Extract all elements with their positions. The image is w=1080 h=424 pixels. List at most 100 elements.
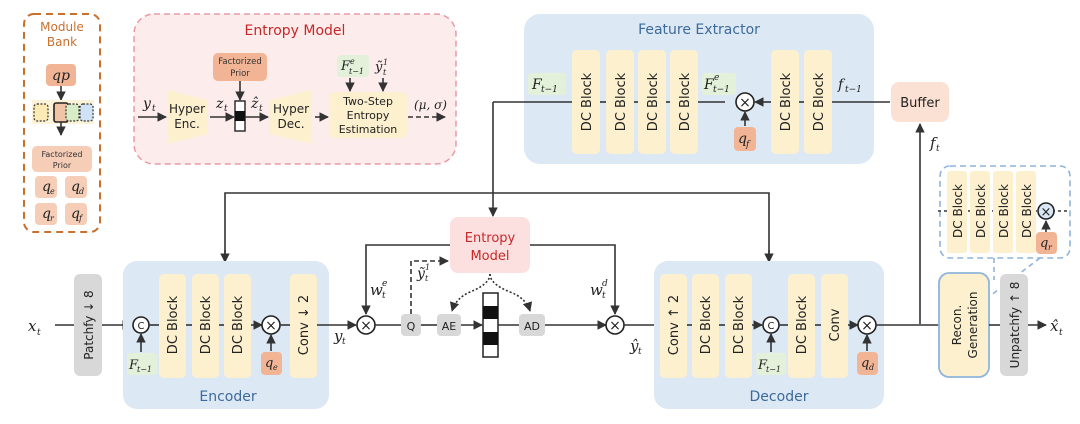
fe-q-label: q xyxy=(738,131,747,147)
concat-symbol: C xyxy=(768,321,775,332)
unpatchify-block: Unpatchfy ↑ 8 xyxy=(1000,274,1028,376)
unpatchify-text: Unpatchfy ↑ 8 xyxy=(1008,282,1022,369)
multiply-symbol: × xyxy=(360,318,372,334)
multiply-symbol: × xyxy=(1041,205,1052,220)
patchify-text: Patchfy ↓ 8 xyxy=(82,290,96,359)
fe-dc-block-3: DC Block xyxy=(638,50,666,154)
yhat-sub: t xyxy=(638,347,642,357)
fe-dc-block-4: DC Block xyxy=(670,50,698,154)
fe-block-text: DC Block xyxy=(646,72,661,131)
fe-multiply-node: × xyxy=(735,92,755,112)
encoder-concat-node: C xyxy=(132,316,150,334)
fe-block-text: DC Block xyxy=(614,72,629,131)
fe-right-sub: t−1 xyxy=(845,85,862,95)
fe-mid-label: F xyxy=(703,77,715,93)
recon-block-text: DC Block xyxy=(997,184,1011,238)
hyper-enc-text-2: Enc. xyxy=(174,117,200,131)
encoder: Encoder C F t−1 DC Block DC Block DC Blo… xyxy=(123,261,329,409)
buffer: Buffer f t xyxy=(891,82,949,324)
em-input-sub: t xyxy=(152,104,156,114)
enc-q-sub: e xyxy=(273,363,278,372)
svg-text:q: q xyxy=(71,206,80,222)
input-xt: x t xyxy=(28,317,41,338)
feature-extractor: Feature Extractor F t−1 DC Block DC Bloc… xyxy=(493,14,890,164)
dec-conv-up: Conv ↑ 2 xyxy=(660,274,687,378)
arithmetic-decoder xyxy=(519,314,545,336)
em-ytilde-sub: t xyxy=(383,68,387,77)
estimation-text-1: Two-Step xyxy=(342,95,393,108)
dec-block-text: DC Block xyxy=(795,295,810,354)
dec-f-label: F xyxy=(757,358,768,373)
fe-block-text: DC Block xyxy=(580,72,595,131)
yhat-label: ŷ xyxy=(629,337,639,355)
encoder-multiply-node: × xyxy=(261,315,281,335)
dec-dc-block-2: DC Block xyxy=(725,274,752,378)
fe-mid-sup: e xyxy=(714,73,719,83)
wd-sup: d xyxy=(602,279,608,289)
enc-f-label: F xyxy=(128,358,139,373)
wd-multiply-node: × xyxy=(605,315,625,335)
multiply-symbol: × xyxy=(739,95,751,111)
ft-label: f xyxy=(929,134,938,152)
wd-sub: t xyxy=(602,291,606,301)
svg-text:r: r xyxy=(50,214,55,223)
zhat-sub: t xyxy=(259,104,263,114)
arithmetic-encoder xyxy=(437,314,461,336)
fe-block-text: DC Block xyxy=(678,72,693,131)
svg-text:f: f xyxy=(78,214,84,223)
hyper-dec-text-2: Dec. xyxy=(277,117,304,131)
estimation-text-3: Estimation xyxy=(339,123,398,136)
fe-input-label: F xyxy=(531,77,543,93)
recon-block-text: DC Block xyxy=(951,184,965,238)
enc-conv-down: Conv ↓ 2 xyxy=(290,274,317,378)
fe-dc-block-6: DC Block xyxy=(804,50,832,154)
dec-dc-block-3: DC Block xyxy=(788,274,815,378)
module-bank-fp-text-2: Prior xyxy=(53,161,72,170)
em-feature-label-bg xyxy=(337,55,369,77)
svg-text:e: e xyxy=(50,187,55,196)
dec-q-label: q xyxy=(861,356,869,371)
multiply-symbol: × xyxy=(609,318,621,334)
hyper-encoder xyxy=(167,90,208,144)
entropy-model-detail: Entropy Model y t Hyper Enc. z t Factori… xyxy=(133,13,457,165)
fe-dc-block-1: DC Block xyxy=(572,50,600,154)
fe-input-sub: t−1 xyxy=(541,85,558,95)
zhat-label: ẑ xyxy=(250,95,259,112)
dec-dc-block-1: DC Block xyxy=(692,274,719,378)
decoder-multiply-node: × xyxy=(857,315,877,335)
fe-right-label: f xyxy=(837,77,846,93)
qp-label: qp xyxy=(52,68,70,84)
hyper-decoder xyxy=(270,90,312,144)
fe-mid-sub: t−1 xyxy=(713,85,730,95)
dec-block-text: DC Block xyxy=(732,295,747,354)
dec-conv-up-text: Conv ↑ 2 xyxy=(667,295,682,355)
we-label: w xyxy=(370,281,383,299)
recon-q-param xyxy=(1036,232,1057,254)
encoder-title: Encoder xyxy=(199,389,256,405)
ad-label: AD xyxy=(524,320,540,333)
coding-ytilde-sup: 1 xyxy=(425,263,430,272)
we-multiply-node: × xyxy=(356,315,376,335)
coding-ytilde-label: ỹ xyxy=(416,266,426,282)
quantize-label: Q xyxy=(407,320,416,333)
em-output-label: (μ, σ) xyxy=(414,98,447,112)
z-sub: t xyxy=(224,104,228,114)
enc-block-text: DC Block xyxy=(199,295,214,354)
em-feature-label: F xyxy=(340,59,351,74)
we-sub: t xyxy=(382,291,386,301)
entropy-model-box: Entropy Model xyxy=(450,217,530,273)
we-sup: e xyxy=(382,279,387,289)
fe-q-param: q f xyxy=(734,127,756,151)
em-input-label: y xyxy=(142,96,152,112)
xt-label: x xyxy=(28,317,37,335)
wd-label: w xyxy=(590,281,603,299)
em-fp-text-2: Prior xyxy=(230,69,250,79)
two-step-estimation xyxy=(329,92,407,138)
dec-f-sub: t−1 xyxy=(766,365,781,374)
enc-dc-block-1: DC Block xyxy=(159,274,186,378)
svg-text:q: q xyxy=(71,179,80,195)
dec-conv: Conv xyxy=(821,274,848,378)
